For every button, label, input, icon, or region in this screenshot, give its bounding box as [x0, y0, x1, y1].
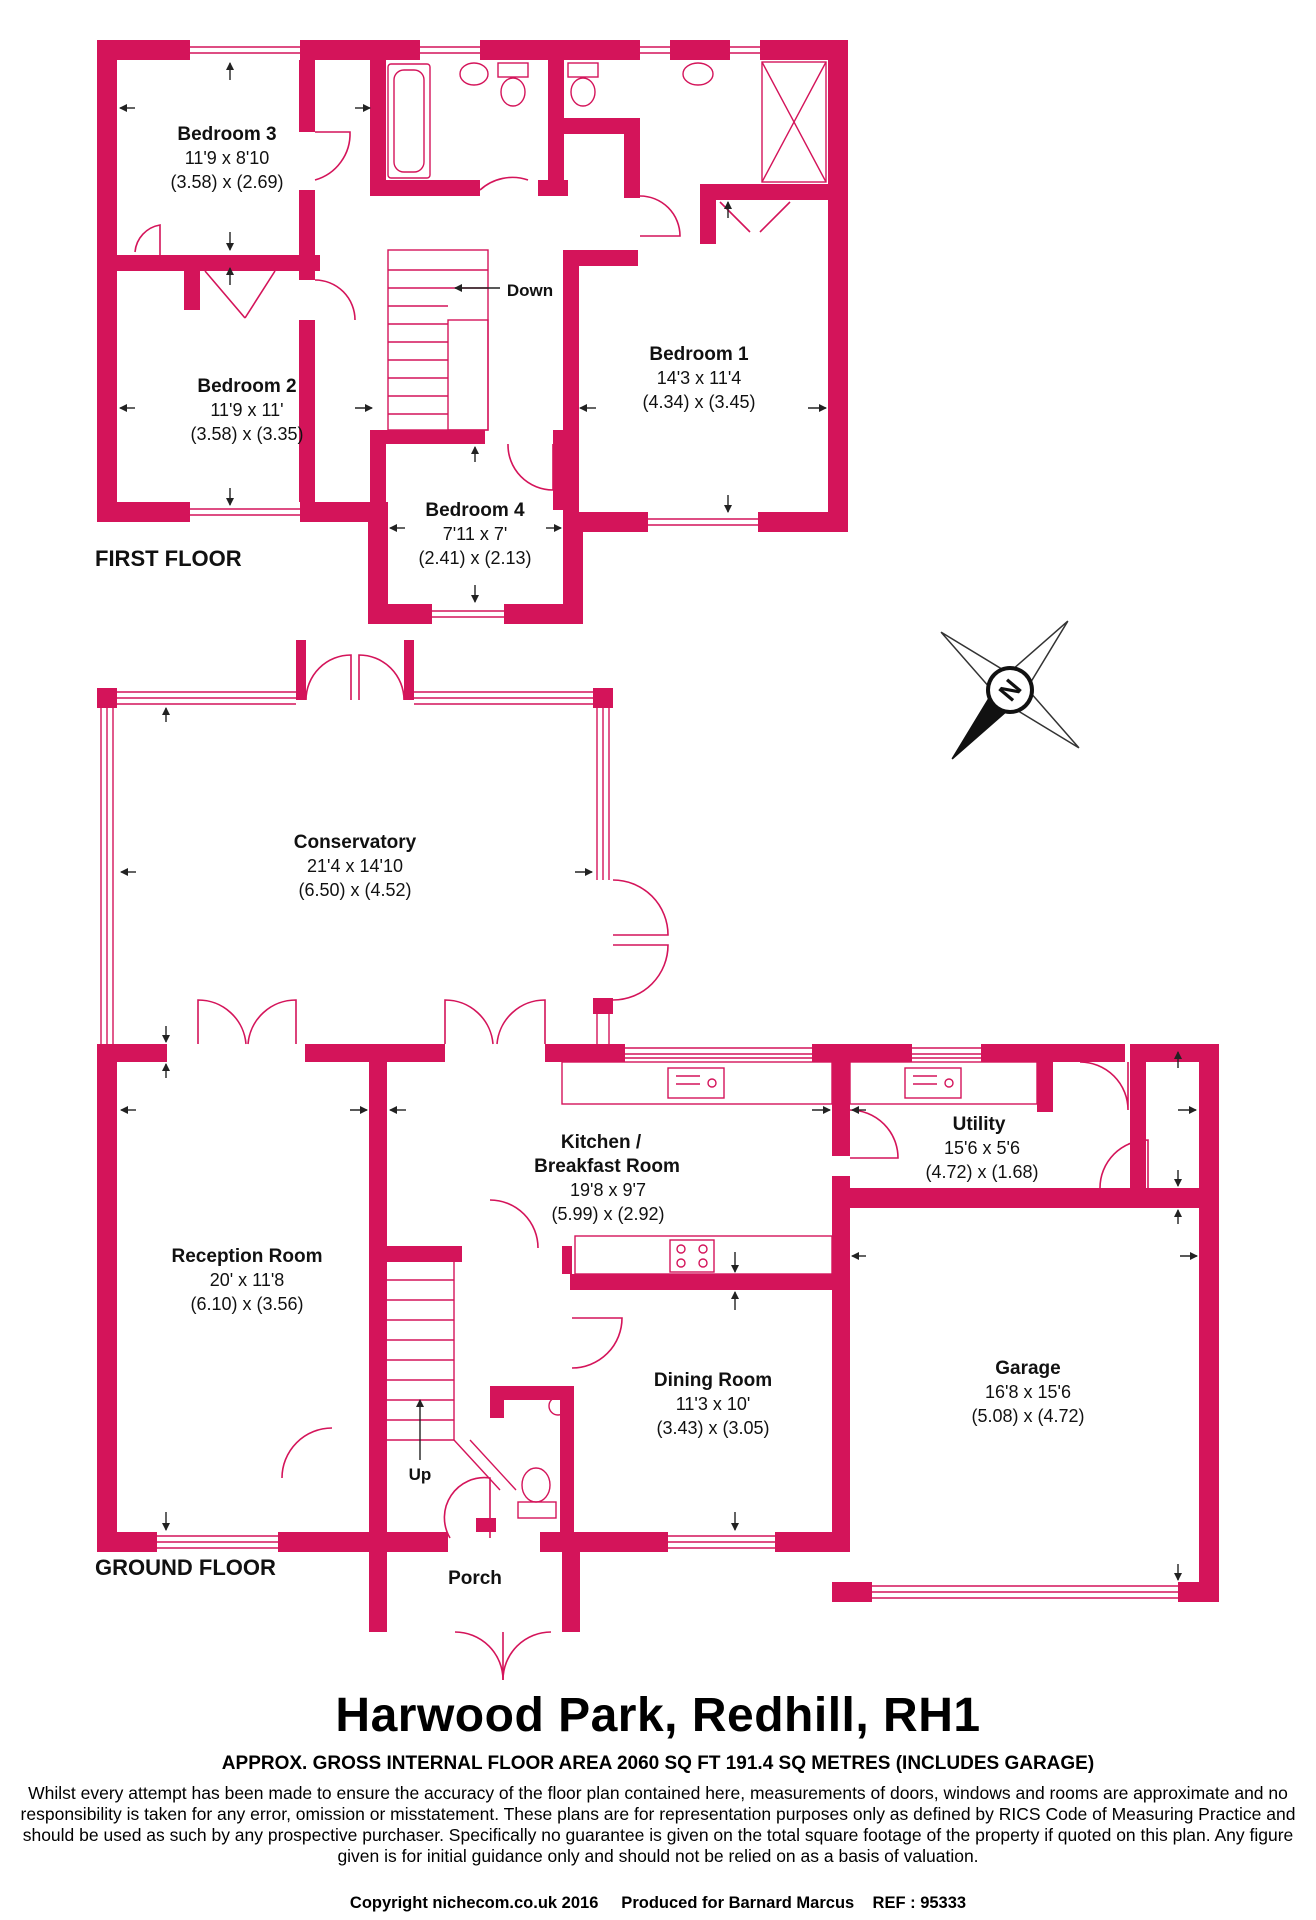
dining-imperial: 11'3 x 10' [676, 1394, 751, 1414]
bedroom-1-metric: (4.34) x (3.45) [642, 392, 755, 412]
bedroom-2-imperial: 11'9 x 11' [210, 400, 283, 420]
ground-floor-fixtures [387, 1061, 1038, 1519]
bedroom-2-name: Bedroom 2 [197, 376, 296, 397]
first-floor-dimension-arrows [119, 62, 827, 603]
bedroom-1-name: Bedroom 1 [649, 344, 749, 365]
first-floor-plan: Bedroom 3 11'9 x 8'10 (3.58) x (2.69) Be… [95, 40, 848, 624]
ground-floor-label: GROUND FLOOR [95, 1555, 276, 1580]
first-floor-fixtures [387, 61, 827, 431]
reception-name: Reception Room [172, 1246, 323, 1267]
reception-imperial: 20' x 11'8 [210, 1270, 285, 1290]
copyright-line: Copyright nichecom.co.uk 2016 Produced f… [349, 1894, 967, 1912]
stairs-up-label: Up [409, 1465, 432, 1484]
ground-floor-plan: Conservatory 21'4 x 14'10 (6.50) x (4.52… [95, 640, 1219, 1681]
stairs-down-label: Down [507, 281, 553, 300]
kitchen-name-line2: Breakfast Room [534, 1156, 680, 1177]
bedroom-4-metric: (2.41) x (2.13) [418, 548, 531, 568]
utility-imperial: 15'6 x 5'6 [944, 1138, 1020, 1158]
first-floor-windows [190, 40, 760, 624]
ground-floor-dimension-arrows [120, 707, 1198, 1581]
porch-name: Porch [448, 1568, 502, 1589]
first-floor-doors [134, 131, 791, 491]
reception-metric: (6.10) x (3.56) [190, 1294, 303, 1314]
compass-icon: N [940, 620, 1080, 760]
kitchen-metric: (5.99) x (2.92) [551, 1204, 664, 1224]
utility-metric: (4.72) x (1.68) [925, 1162, 1038, 1182]
dining-name: Dining Room [654, 1370, 772, 1391]
ground-floor-walls [97, 640, 1219, 1632]
bedroom-3-metric: (3.58) x (2.69) [170, 172, 283, 192]
bedroom-3-imperial: 11'9 x 8'10 [185, 148, 270, 168]
conservatory-imperial: 21'4 x 14'10 [307, 856, 403, 876]
kitchen-imperial: 19'8 x 9'7 [570, 1180, 646, 1200]
garage-imperial: 16'8 x 15'6 [985, 1382, 1071, 1402]
ground-floor-doors [197, 654, 1149, 1681]
kitchen-name-line1: Kitchen / [561, 1132, 642, 1153]
disclaimer-text: Whilst every attempt has been made to en… [20, 1783, 1296, 1866]
bedroom-3-name: Bedroom 3 [177, 124, 276, 145]
first-floor-label: FIRST FLOOR [95, 546, 242, 571]
property-title: Harwood Park, Redhill, RH1 [335, 1689, 981, 1742]
conservatory-metric: (6.50) x (4.52) [298, 880, 411, 900]
bedroom-2-metric: (3.58) x (3.35) [190, 424, 303, 444]
conservatory-name: Conservatory [294, 832, 417, 853]
dining-metric: (3.43) x (3.05) [656, 1418, 769, 1438]
bedroom-4-name: Bedroom 4 [425, 500, 525, 521]
conservatory-glazing [100, 691, 1178, 1599]
bedroom-1-imperial: 14'3 x 11'4 [657, 368, 742, 388]
utility-name: Utility [953, 1114, 1006, 1135]
garage-name: Garage [995, 1358, 1060, 1379]
garage-metric: (5.08) x (4.72) [971, 1406, 1084, 1426]
bedroom-4-imperial: 7'11 x 7' [443, 524, 508, 544]
floor-area-summary: APPROX. GROSS INTERNAL FLOOR AREA 2060 S… [221, 1753, 1095, 1774]
